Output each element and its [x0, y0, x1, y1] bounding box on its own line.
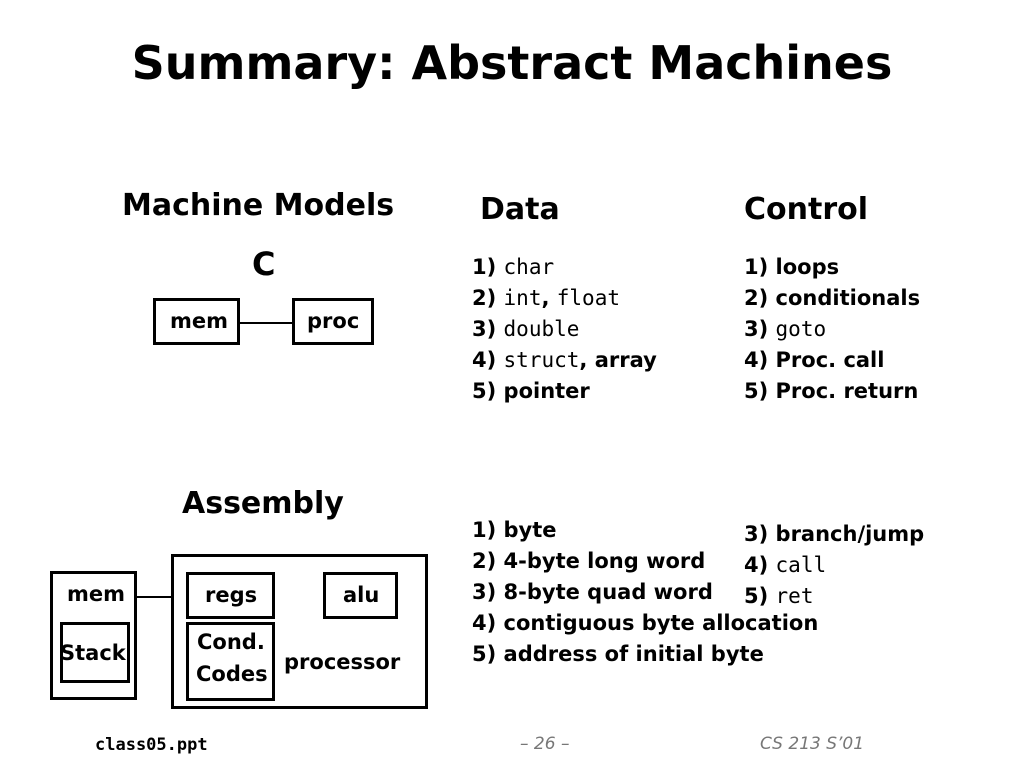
asm-processor-label: processor: [284, 650, 401, 674]
data-c-list: 1) char 2) int, float 3) double 4) struc…: [472, 252, 657, 407]
data-asm-item: 5) address of initial byte: [472, 642, 764, 666]
control-c-item: 1) loops: [744, 255, 840, 279]
control-asm-list: 3) branch/jump 4) call 5) ret: [744, 519, 924, 612]
data-c-item: 1) char: [472, 255, 555, 279]
control-asm-item: 3) branch/jump: [744, 522, 925, 546]
machine-models-heading: Machine Models: [122, 188, 395, 223]
data-asm-list: 1) byte 2) 4-byte long word 3) 8-byte qu…: [472, 515, 818, 670]
c-model-label: C: [252, 245, 276, 283]
asm-connector-line: [137, 596, 172, 598]
control-c-item: 2) conditionals: [744, 286, 921, 310]
asm-regs-box: regs: [186, 572, 275, 619]
control-asm-item: 4) call: [744, 553, 827, 577]
data-asm-item: 1) byte: [472, 518, 557, 542]
footer-course: CS 213 S’01: [760, 734, 865, 754]
asm-alu-label: alu: [343, 583, 380, 607]
c-proc-label: proc: [307, 309, 360, 333]
control-heading: Control: [744, 192, 869, 227]
data-c-item: 2) int, float: [472, 286, 620, 310]
data-asm-item: 4) contiguous byte allocation: [472, 611, 819, 635]
asm-regs-label: regs: [205, 583, 258, 607]
control-c-item: 4) Proc. call: [744, 348, 885, 372]
data-c-item: 4) struct, array: [472, 348, 657, 372]
c-connector-line: [240, 322, 292, 324]
asm-cond-label-line1: Cond.: [197, 630, 265, 654]
assembly-label: Assembly: [182, 486, 344, 521]
data-heading: Data: [480, 192, 560, 227]
data-asm-item: 3) 8-byte quad word: [472, 580, 713, 604]
asm-cond-label-line2: Codes: [196, 662, 268, 686]
asm-stack-label: Stack: [60, 641, 126, 665]
control-c-item: 3) goto: [744, 317, 827, 341]
data-asm-item: 2) 4-byte long word: [472, 549, 706, 573]
data-c-item: 5) pointer: [472, 379, 590, 403]
asm-mem-label: mem: [67, 582, 126, 606]
footer-page-number: – 26 –: [520, 734, 570, 754]
data-c-item: 3) double: [472, 317, 580, 341]
control-c-list: 1) loops 2) conditionals 3) goto 4) Proc…: [744, 252, 920, 407]
c-mem-box: mem: [153, 298, 240, 345]
c-proc-box: proc: [292, 298, 374, 345]
control-asm-item: 5) ret: [744, 584, 814, 608]
asm-alu-box: alu: [323, 572, 398, 619]
c-mem-label: mem: [170, 309, 229, 333]
footer-filename: class05.ppt: [95, 735, 208, 755]
asm-cond-codes-box: Cond. Codes: [186, 622, 275, 701]
slide-title: Summary: Abstract Machines: [131, 36, 893, 90]
asm-stack-box: Stack: [60, 622, 130, 683]
control-c-item: 5) Proc. return: [744, 379, 919, 403]
